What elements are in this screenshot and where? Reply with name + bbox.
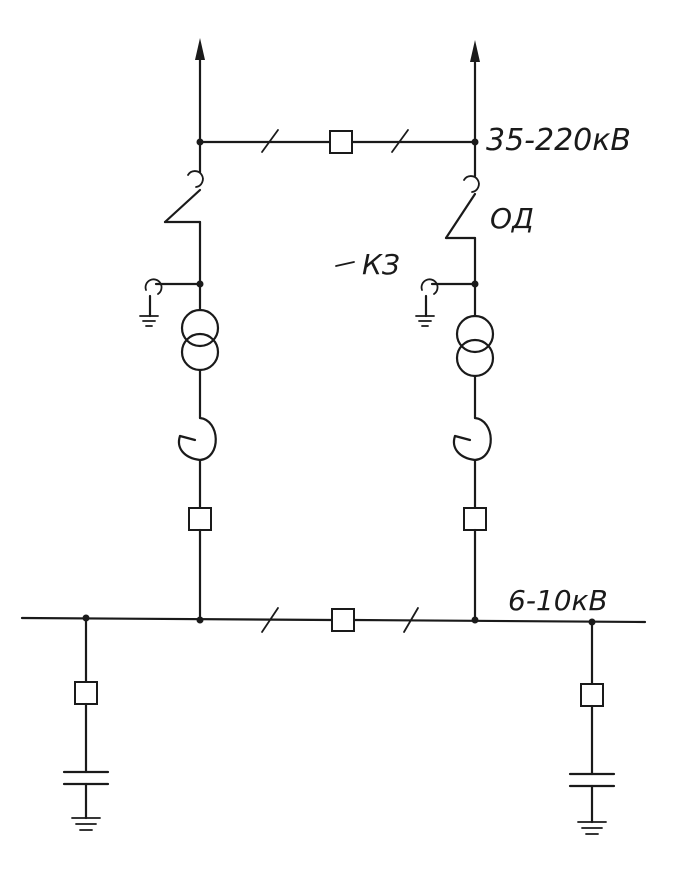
disconnector-tick-left	[261, 129, 279, 153]
reactor-right	[452, 416, 492, 462]
capacitor-breaker-right	[580, 683, 604, 707]
left-branch	[139, 140, 220, 622]
capacitor-breaker-left	[74, 681, 98, 705]
hv-line-right	[470, 40, 480, 144]
hv-sectional-breaker	[329, 130, 353, 154]
transformer-left	[180, 308, 220, 372]
short-circuiter-label: КЗ	[362, 248, 400, 281]
disconnector-label: ОД	[490, 202, 534, 235]
disconnector-right	[444, 175, 480, 240]
lv-sectional-breaker	[331, 608, 355, 632]
lv-bus	[20, 607, 647, 633]
short-circuiter-left	[139, 278, 202, 327]
hv-line-left	[195, 38, 205, 144]
hv-bridge	[196, 129, 479, 154]
right-branch	[415, 140, 495, 622]
lv-breaker-left	[188, 507, 212, 531]
capacitor-feeder-right	[568, 620, 616, 835]
reactor-left	[177, 416, 217, 462]
disconnector-tick-right	[391, 129, 409, 153]
lv-bus-label: 6-10кВ	[508, 584, 608, 617]
hv-bus-label: 35-220кВ	[486, 123, 631, 158]
short-circuiter-leader	[335, 261, 355, 267]
short-circuiter-right	[415, 278, 477, 327]
lv-breaker-right	[463, 507, 487, 531]
disconnector-left	[163, 170, 204, 224]
capacitor-feeder-left	[62, 616, 110, 831]
transformer-right	[455, 314, 495, 378]
